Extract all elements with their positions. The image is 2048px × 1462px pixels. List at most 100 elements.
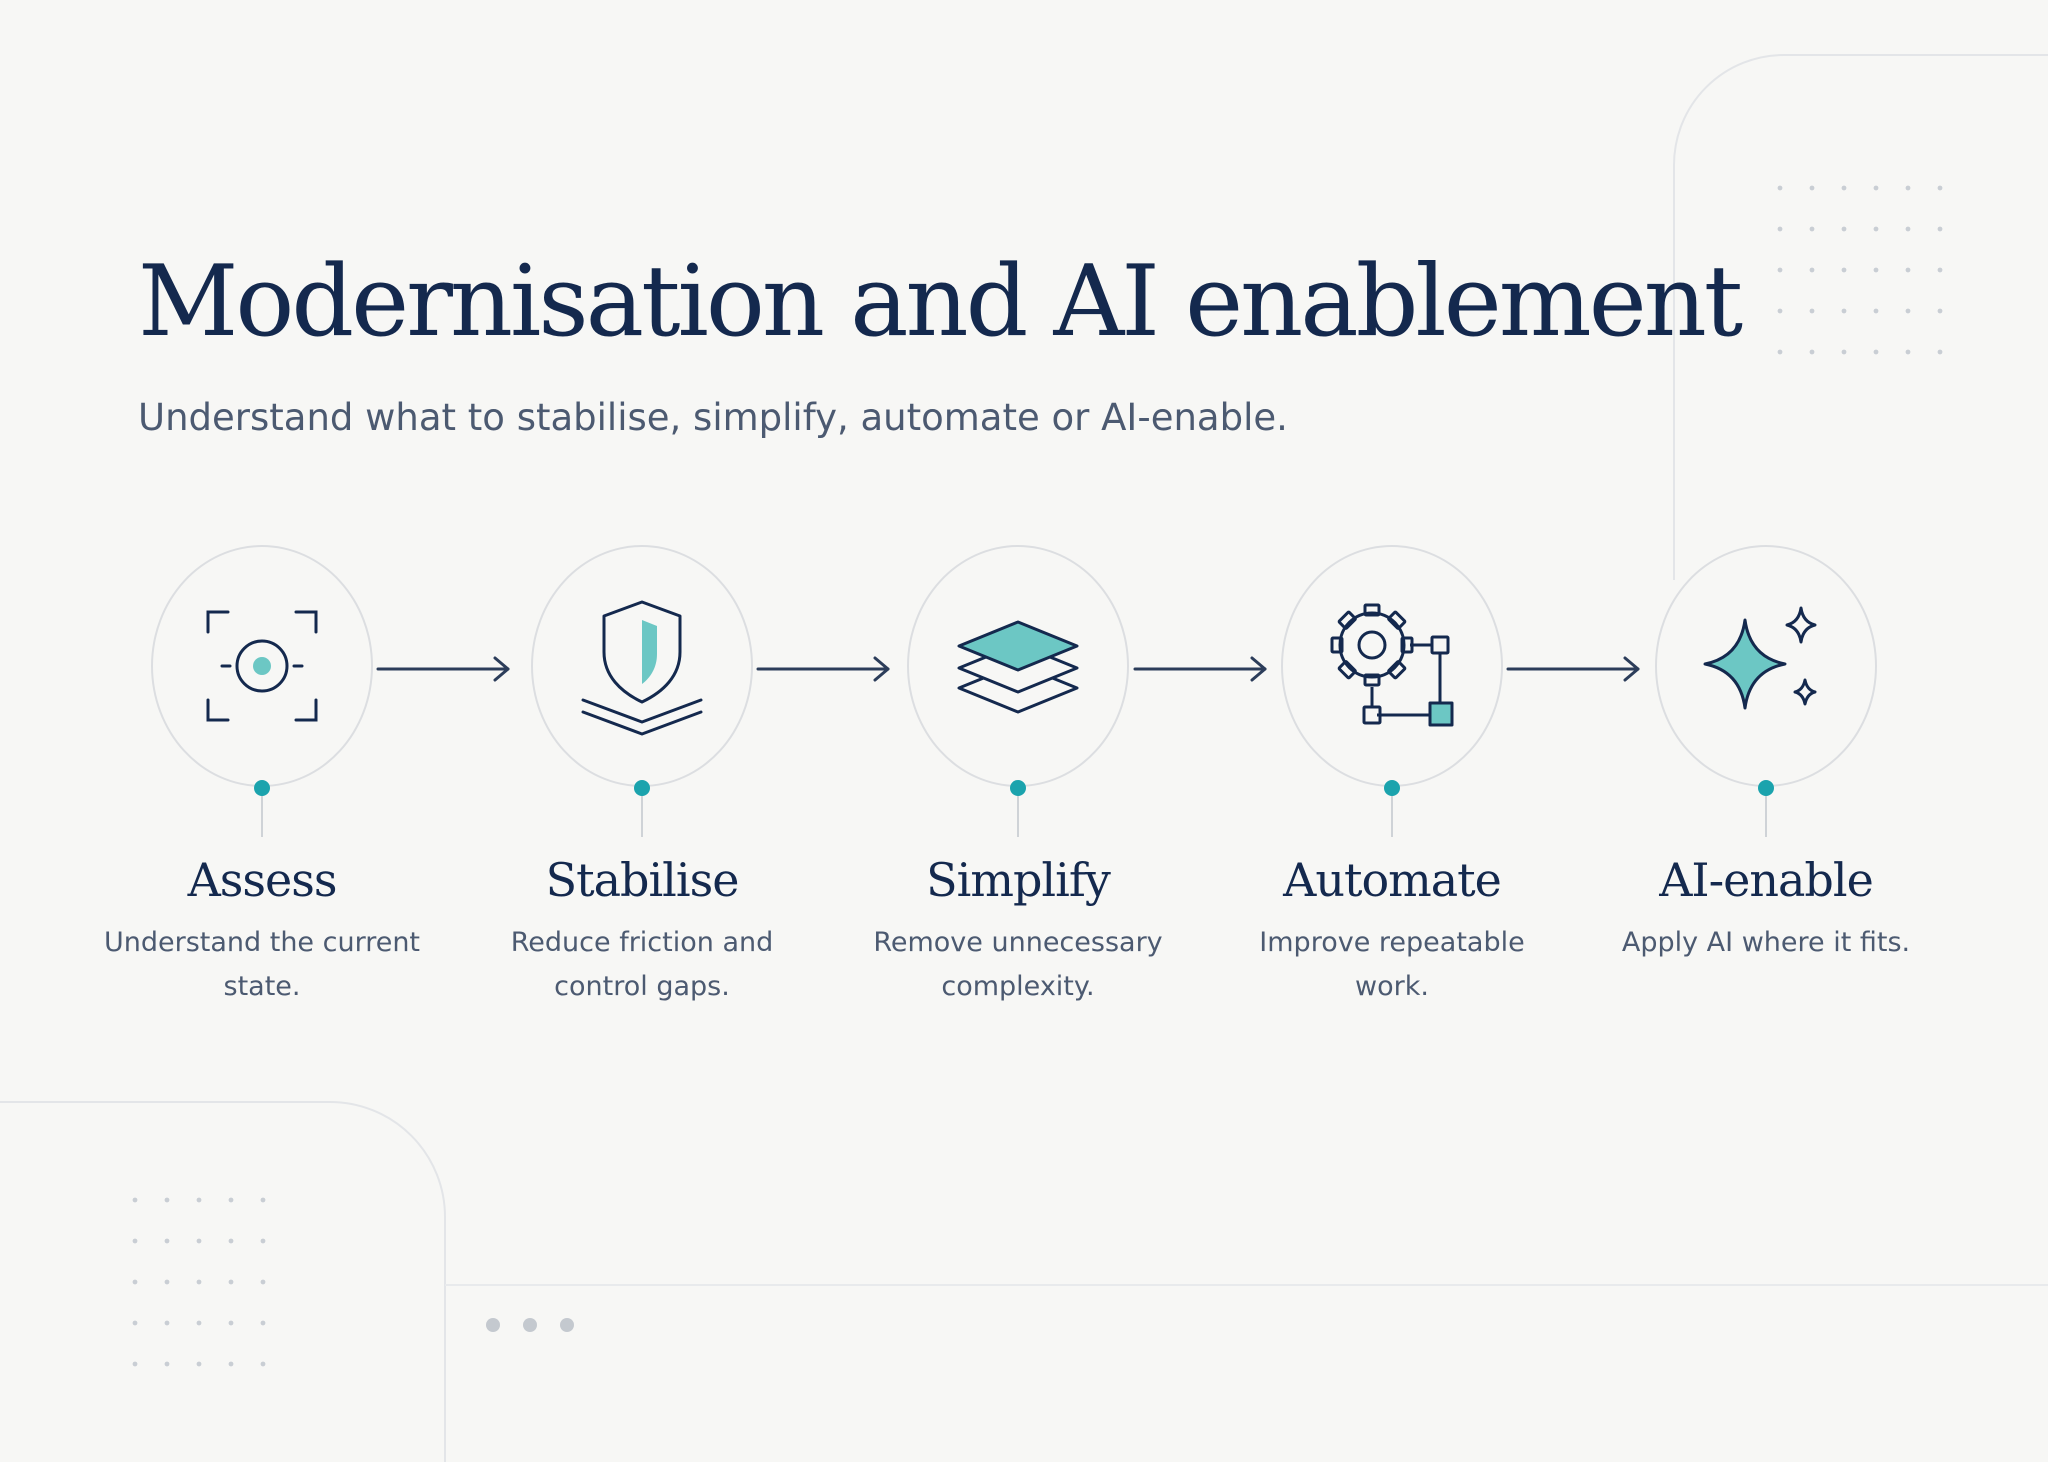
step-title: Simplify bbox=[926, 853, 1111, 907]
arrow-right-icon bbox=[1133, 656, 1267, 682]
decor-dot bbox=[260, 1361, 266, 1367]
decor-dot bbox=[1873, 308, 1879, 314]
decor-dot bbox=[260, 1279, 266, 1285]
decor-dot bbox=[1905, 267, 1911, 273]
connector-stem bbox=[254, 780, 270, 837]
step-circle bbox=[1281, 545, 1503, 787]
connector-dot bbox=[1010, 780, 1026, 796]
decor-dot bbox=[1777, 267, 1783, 273]
step-description: Improve repeatable work. bbox=[1259, 927, 1525, 1002]
focus-target-icon bbox=[206, 610, 318, 722]
decor-dot bbox=[1809, 267, 1815, 273]
decor-dot bbox=[228, 1238, 234, 1244]
connector-dot bbox=[1384, 780, 1400, 796]
gear-tooth bbox=[1330, 636, 1344, 654]
decor-dot bbox=[1873, 349, 1879, 355]
decor-dot bbox=[164, 1279, 170, 1285]
dot-grid-bottom-left bbox=[132, 1197, 266, 1367]
gear-tooth bbox=[1337, 660, 1357, 680]
decor-dot bbox=[132, 1320, 138, 1326]
step-description: Reduce friction and control gaps. bbox=[510, 927, 774, 1002]
decor-dot bbox=[1777, 226, 1783, 232]
decor-dot bbox=[132, 1197, 138, 1203]
decor-dot bbox=[1905, 308, 1911, 314]
decor-dot bbox=[164, 1238, 170, 1244]
decor-dot bbox=[1905, 185, 1911, 191]
step-simplify: Simplify Remove unnecessary complexity. bbox=[853, 545, 1183, 1009]
decor-dot bbox=[132, 1238, 138, 1244]
decor-dot bbox=[1841, 185, 1847, 191]
arrow-right-icon bbox=[376, 656, 510, 682]
gear-workflow-icon bbox=[1330, 603, 1454, 727]
decor-dot bbox=[1777, 185, 1783, 191]
connector-dot bbox=[634, 780, 650, 796]
decor-dot bbox=[1905, 226, 1911, 232]
decor-dot bbox=[1937, 267, 1943, 273]
decor-dot bbox=[1873, 226, 1879, 232]
decor-dot bbox=[1809, 185, 1815, 191]
decor-dot bbox=[1841, 267, 1847, 273]
gear-tooth bbox=[1363, 603, 1381, 617]
step-stabilise: Stabilise Reduce friction and control ga… bbox=[477, 545, 807, 1009]
decor-dot bbox=[228, 1279, 234, 1285]
decor-dot bbox=[1841, 308, 1847, 314]
arrow-right-icon bbox=[756, 656, 890, 682]
decor-dot bbox=[1777, 308, 1783, 314]
pagination-dots bbox=[486, 1318, 574, 1332]
decor-dot bbox=[1937, 349, 1943, 355]
step-description: Understand the current state. bbox=[103, 927, 421, 1002]
gear-icon bbox=[1330, 603, 1414, 687]
step-title: Assess bbox=[187, 853, 338, 907]
decor-dot bbox=[1841, 349, 1847, 355]
connector-dot bbox=[254, 780, 270, 796]
step-ai-enable: AI-enable Apply AI where it fits. bbox=[1601, 545, 1931, 965]
gear-tooth bbox=[1337, 610, 1357, 630]
connector-stem bbox=[634, 780, 650, 837]
step-description: Remove unnecessary complexity. bbox=[873, 927, 1163, 1002]
decor-dot bbox=[1777, 349, 1783, 355]
decor-dot bbox=[260, 1197, 266, 1203]
shield-layers-icon bbox=[581, 600, 703, 736]
step-circle bbox=[907, 545, 1129, 787]
step-circle bbox=[1655, 545, 1877, 787]
step-title: Stabilise bbox=[545, 853, 740, 907]
sparkle-icon bbox=[1703, 606, 1817, 710]
decor-dot bbox=[1937, 308, 1943, 314]
step-description: Apply AI where it fits. bbox=[1621, 927, 1911, 958]
step-circle bbox=[151, 545, 373, 787]
decor-dot bbox=[228, 1197, 234, 1203]
decor-dot bbox=[1809, 349, 1815, 355]
decor-dot bbox=[164, 1197, 170, 1203]
arrow-right-icon bbox=[1506, 656, 1640, 682]
step-title: AI-enable bbox=[1659, 853, 1874, 907]
decor-dot bbox=[1937, 226, 1943, 232]
step-automate: Automate Improve repeatable work. bbox=[1227, 545, 1557, 1009]
step-assess: Assess Understand the current state. bbox=[97, 545, 427, 1009]
gear-tooth bbox=[1387, 660, 1407, 680]
decor-dot bbox=[228, 1320, 234, 1326]
decor-dot bbox=[164, 1361, 170, 1367]
decor-dot bbox=[132, 1361, 138, 1367]
connector-stem bbox=[1010, 780, 1026, 837]
connector-dot bbox=[1758, 780, 1774, 796]
decor-dot bbox=[164, 1320, 170, 1326]
decor-dot bbox=[260, 1320, 266, 1326]
decor-dot bbox=[1841, 226, 1847, 232]
decor-dot bbox=[260, 1238, 266, 1244]
decor-dot bbox=[196, 1197, 202, 1203]
decor-dot bbox=[1873, 185, 1879, 191]
decor-dot bbox=[196, 1279, 202, 1285]
decor-dot bbox=[1937, 185, 1943, 191]
decor-dot bbox=[196, 1361, 202, 1367]
stacked-layers-icon bbox=[957, 620, 1079, 714]
decor-dot bbox=[196, 1320, 202, 1326]
decor-dot bbox=[196, 1238, 202, 1244]
dot-grid-top-right bbox=[1777, 185, 1943, 355]
page-subtitle: Understand what to stabilise, simplify, … bbox=[138, 396, 1288, 439]
decor-dot bbox=[132, 1279, 138, 1285]
decor-dot bbox=[1809, 308, 1815, 314]
decor-dot bbox=[1873, 267, 1879, 273]
gear-tooth bbox=[1363, 673, 1381, 687]
step-title: Automate bbox=[1283, 853, 1502, 907]
